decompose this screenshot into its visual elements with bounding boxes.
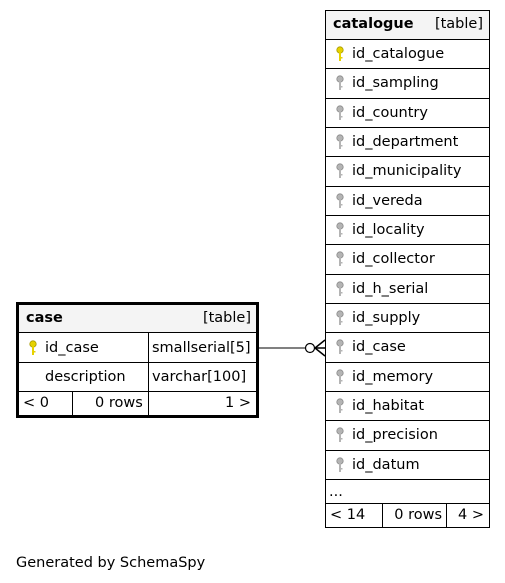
primary-key-icon xyxy=(28,340,38,358)
column-name: id_case xyxy=(45,340,99,356)
zero-cardinality-marker xyxy=(304,342,316,354)
column-name: id_h_serial xyxy=(352,280,429,297)
column-name: id_habitat xyxy=(352,397,425,414)
column-name: id_datum xyxy=(352,456,420,473)
foreign-key-icon xyxy=(335,222,345,240)
column-row[interactable]: id_country xyxy=(326,99,489,128)
table-header: case [table] xyxy=(19,305,256,333)
foreign-key-icon xyxy=(335,134,345,152)
row-count: 0 rows xyxy=(394,507,442,523)
column-name: id_locality xyxy=(352,221,425,238)
child-count[interactable]: 4 > xyxy=(458,507,484,523)
foreign-key-icon xyxy=(335,398,345,416)
primary-key-icon xyxy=(335,46,345,64)
column-row[interactable]: id_memory xyxy=(326,363,489,392)
table-name: case xyxy=(26,310,63,326)
parent-count[interactable]: < 14 xyxy=(330,507,366,523)
crowfoot-top xyxy=(314,339,326,349)
column-name: id_collector xyxy=(352,251,435,268)
column-name: id_supply xyxy=(352,309,421,326)
stats-divider xyxy=(72,392,73,415)
column-name: id_department xyxy=(352,133,459,150)
column-row[interactable]: id_supply xyxy=(326,304,489,334)
column-name: id_vereda xyxy=(352,192,423,209)
foreign-key-icon xyxy=(335,310,345,328)
column-row[interactable]: id_collector xyxy=(326,245,489,275)
column-row[interactable]: id_municipality xyxy=(326,157,489,187)
more-columns-ellipsis: ... xyxy=(329,484,343,500)
column-row[interactable]: id_sampling xyxy=(326,69,489,99)
column-row[interactable]: id_catalogue xyxy=(326,40,489,70)
column-divider xyxy=(148,333,149,363)
foreign-key-icon xyxy=(335,193,345,211)
column-row[interactable]: id_case xyxy=(326,333,489,363)
column-row[interactable]: id_case smallserial[5] xyxy=(19,333,256,363)
column-name: id_memory xyxy=(352,368,434,385)
column-name: id_country xyxy=(352,104,428,121)
foreign-key-icon xyxy=(335,457,345,475)
crowfoot-bottom xyxy=(314,347,326,357)
stats-divider xyxy=(382,504,383,527)
column-row[interactable]: id_locality xyxy=(326,216,489,246)
column-type: smallserial[5] xyxy=(152,340,251,356)
column-row[interactable]: description varchar[100] xyxy=(19,363,256,392)
child-count[interactable]: 1 > xyxy=(225,395,251,411)
column-row[interactable]: id_precision xyxy=(326,421,489,451)
column-row[interactable]: id_vereda xyxy=(326,187,489,216)
column-name: id_sampling xyxy=(352,75,439,92)
parent-count[interactable]: < 0 xyxy=(23,395,49,411)
table-case[interactable]: case [table] id_case smallserial[5] desc… xyxy=(16,302,259,418)
stats-divider xyxy=(148,392,149,415)
column-name: description xyxy=(45,369,126,385)
foreign-key-icon xyxy=(335,369,345,387)
table-header: catalogue [table] xyxy=(326,11,489,40)
column-row[interactable]: id_h_serial xyxy=(326,275,489,304)
table-catalogue[interactable]: catalogue [table] id_catalogue id_samplin… xyxy=(325,10,490,528)
foreign-key-icon xyxy=(335,75,345,93)
foreign-key-icon xyxy=(335,281,345,299)
more-columns-row: ... xyxy=(326,480,489,504)
table-stats-row: < 14 0 rows 4 > xyxy=(326,504,489,527)
table-name: catalogue xyxy=(333,16,414,32)
table-kind: [table] xyxy=(434,16,483,32)
column-divider xyxy=(148,363,149,392)
stats-divider xyxy=(446,504,447,527)
footer-credit: Generated by SchemaSpy xyxy=(16,555,206,571)
column-name: id_precision xyxy=(352,427,438,444)
column-row[interactable]: id_habitat xyxy=(326,392,489,422)
foreign-key-icon xyxy=(335,105,345,123)
column-row[interactable]: id_datum xyxy=(326,451,489,480)
row-count: 0 rows xyxy=(95,395,143,411)
table-kind: [table] xyxy=(202,310,251,326)
foreign-key-icon xyxy=(335,251,345,269)
table-stats-row: < 0 0 rows 1 > xyxy=(19,392,256,415)
column-type: varchar[100] xyxy=(152,369,247,385)
column-name: id_municipality xyxy=(352,163,462,180)
column-row[interactable]: id_department xyxy=(326,128,489,158)
column-name: id_case xyxy=(352,339,406,356)
foreign-key-icon xyxy=(335,427,345,445)
foreign-key-icon xyxy=(335,163,345,181)
foreign-key-icon xyxy=(335,339,345,357)
column-name: id_catalogue xyxy=(352,46,445,62)
